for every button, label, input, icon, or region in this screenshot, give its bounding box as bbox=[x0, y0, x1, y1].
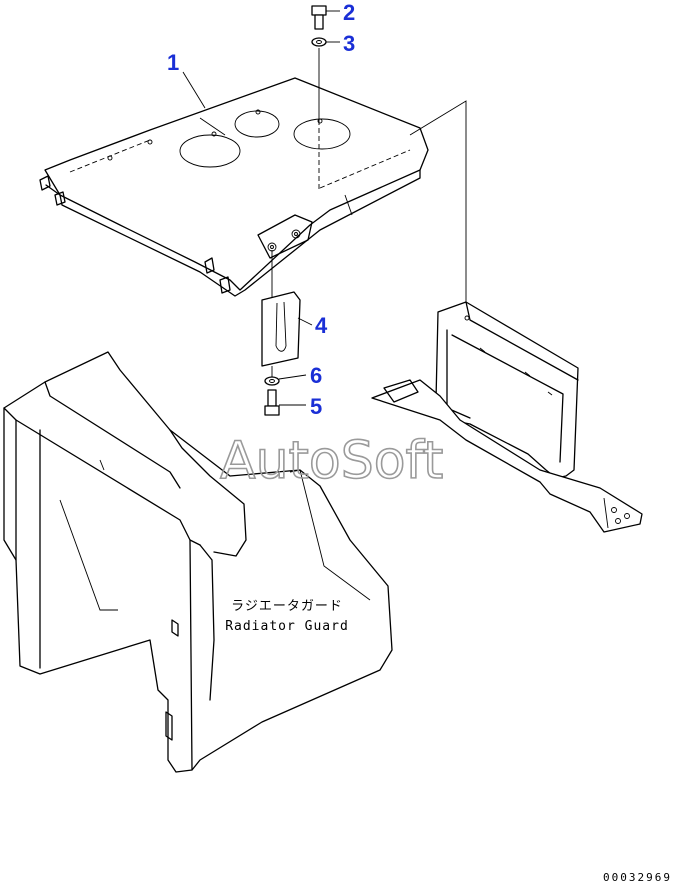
callout-1: 1 bbox=[167, 50, 179, 75]
document-number: 00032969 bbox=[603, 871, 672, 884]
callout-5: 5 bbox=[310, 394, 322, 419]
watermark-text: AutoSoft bbox=[220, 431, 443, 491]
cover-plate bbox=[39, 77, 429, 297]
bolt-2 bbox=[311, 5, 340, 30]
bolt-5 bbox=[264, 389, 306, 416]
callout-3: 3 bbox=[343, 31, 355, 56]
radiator-guard bbox=[3, 351, 393, 773]
bracket-4 bbox=[261, 291, 313, 367]
radiator-guard-label-jp: ラジエータガード bbox=[231, 599, 343, 614]
washer-3 bbox=[311, 37, 340, 47]
callout-2: 2 bbox=[343, 0, 355, 25]
leader-1 bbox=[182, 71, 206, 109]
radiator-guard-label-en: Radiator Guard bbox=[225, 619, 349, 634]
washer-6 bbox=[264, 374, 307, 386]
callout-6: 6 bbox=[310, 363, 322, 388]
support-frame bbox=[371, 100, 643, 533]
callout-4: 4 bbox=[315, 313, 328, 338]
